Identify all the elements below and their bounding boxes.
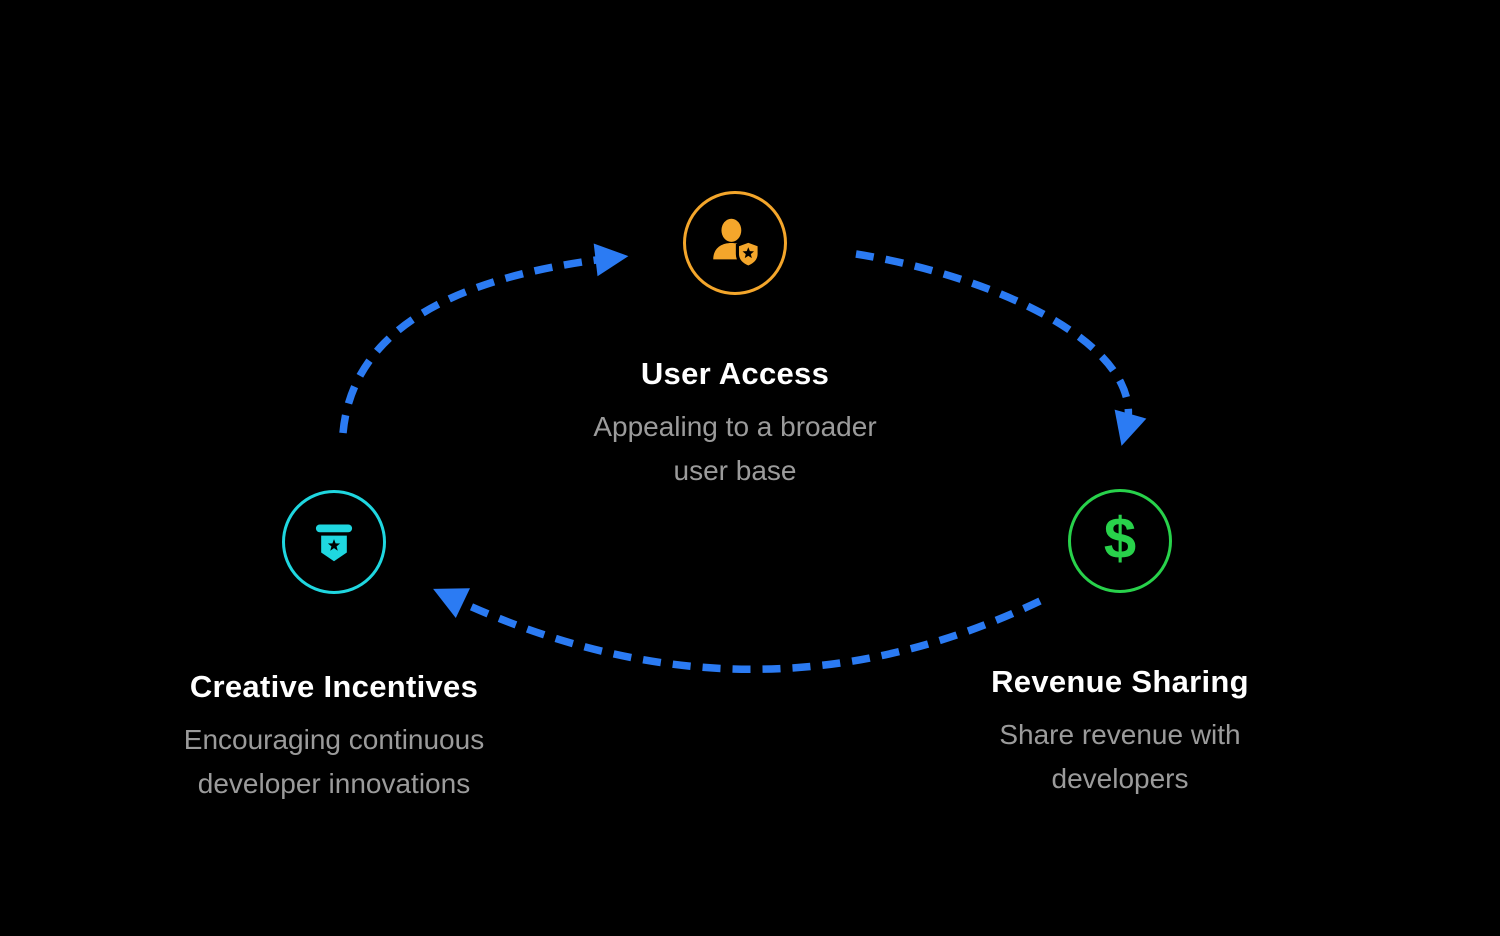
subtitle-line: Share revenue with xyxy=(999,719,1241,750)
node-title: User Access xyxy=(640,356,830,391)
node-subtitle: Appealing to a broader user base xyxy=(593,405,876,493)
user-badge-icon xyxy=(706,214,764,272)
creative-incentives-circle xyxy=(282,490,386,594)
node-subtitle: Share revenue with developers xyxy=(999,713,1240,801)
arrow-revenue-to-creative xyxy=(433,588,1042,673)
subtitle-line: Encouraging continuous xyxy=(183,724,485,755)
user-access-circle xyxy=(683,191,787,295)
node-creative-incentives: Creative Incentives Encouraging continuo… xyxy=(104,490,564,806)
node-user-access: User Access Appealing to a broader user … xyxy=(515,191,955,493)
node-revenue-sharing: $ Revenue Sharing Share revenue with dev… xyxy=(920,489,1320,801)
arrow-user-to-revenue xyxy=(855,250,1147,446)
subtitle-line: developers xyxy=(1051,763,1189,794)
node-subtitle: Encouraging continuous developer innovat… xyxy=(184,718,484,806)
arrow-creative-to-user xyxy=(339,243,629,434)
subtitle-line: Appealing to a broader xyxy=(593,411,877,442)
node-title: Revenue Sharing xyxy=(991,664,1249,699)
subtitle-line: user base xyxy=(673,455,797,486)
dollar-icon: $ xyxy=(1103,506,1137,571)
revenue-sharing-circle: $ xyxy=(1068,489,1172,593)
subtitle-line: developer innovations xyxy=(197,768,471,799)
node-title: Creative Incentives xyxy=(189,669,479,704)
banner-star-icon xyxy=(306,514,362,570)
